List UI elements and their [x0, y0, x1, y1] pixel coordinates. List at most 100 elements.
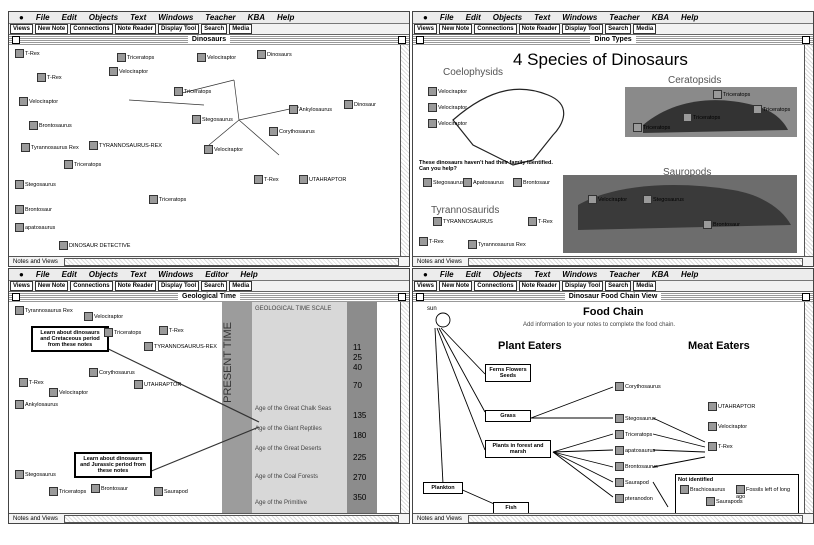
connections-button[interactable]: Connections	[474, 281, 517, 291]
note-item[interactable]: Stegosaurus	[15, 180, 56, 189]
note-item[interactable]: Triceratops	[174, 87, 211, 96]
note-item[interactable]: Velociraptor	[428, 119, 467, 128]
food-box[interactable]: Fish	[493, 502, 529, 513]
menu-kba[interactable]: KBA	[651, 270, 670, 279]
media-button[interactable]: Media	[229, 24, 253, 34]
menu-windows[interactable]: Windows	[158, 270, 194, 279]
note-item[interactable]: pteranodon	[615, 494, 653, 503]
close-box-icon[interactable]	[416, 36, 424, 44]
note-item[interactable]: Triceratops	[753, 105, 790, 114]
note-item[interactable]: Saurapods	[706, 497, 743, 506]
menu-edit[interactable]: Edit	[61, 13, 77, 22]
menu-objects[interactable]: Objects	[88, 13, 119, 22]
note-item[interactable]: UTAHRAPTOR	[299, 175, 346, 184]
note-item[interactable]: UTAHRAPTOR	[134, 380, 181, 389]
menu-help[interactable]: Help	[681, 270, 699, 279]
horizontal-scrollbar[interactable]	[63, 514, 399, 523]
menu-file[interactable]: File	[439, 13, 454, 22]
horizontal-scrollbar[interactable]	[467, 514, 803, 523]
menu-kba[interactable]: KBA	[651, 13, 670, 22]
note-item[interactable]: Dinosaurs	[257, 50, 292, 59]
note-item[interactable]: Velociraptor	[197, 53, 236, 62]
window-geological-time[interactable]: ● File Edit Objects Text Windows Editor …	[8, 268, 410, 524]
note-item[interactable]: TYRANNOSAURUS-REX	[144, 342, 217, 351]
views-button[interactable]: Views	[10, 24, 33, 34]
display-tool-button[interactable]: Display Tool	[561, 281, 604, 291]
search-button[interactable]: Search	[201, 24, 228, 34]
apple-icon[interactable]: ●	[19, 270, 24, 279]
note-item[interactable]: T-Rex	[254, 175, 279, 184]
window-dinosaurs[interactable]: ● File Edit Objects Text Windows Teacher…	[8, 11, 410, 267]
note-item[interactable]: Velociraptor	[708, 422, 747, 431]
note-item[interactable]: Brontosaur	[703, 220, 740, 229]
callout-cretaceous[interactable]: Learn about dinosaurs and Cretaceous per…	[31, 326, 109, 352]
menu-help[interactable]: Help	[681, 13, 699, 22]
vertical-scrollbar[interactable]	[804, 45, 813, 256]
display-tool-button[interactable]: Display Tool	[157, 281, 200, 291]
vertical-scrollbar[interactable]	[804, 302, 813, 513]
food-box[interactable]: Ferns Flowers Seeds	[485, 364, 531, 382]
callout-jurassic[interactable]: Learn about dinosaurs and Jurassic perio…	[74, 452, 152, 478]
connections-button[interactable]: Connections	[70, 281, 113, 291]
menu-text[interactable]: Text	[534, 13, 551, 22]
zoom-box-icon[interactable]	[802, 36, 810, 44]
note-item[interactable]: UTAHRAPTOR	[708, 402, 755, 411]
note-item[interactable]: Triceratops	[49, 487, 86, 496]
close-box-icon[interactable]	[12, 36, 20, 44]
note-item[interactable]: Brontosaurus	[615, 462, 658, 471]
note-item[interactable]: Triceratops	[64, 160, 101, 169]
new-note-button[interactable]: New Note	[438, 24, 473, 34]
note-item[interactable]: Tyrannosaurus Rex	[21, 143, 79, 152]
note-item[interactable]: Velociraptor	[49, 388, 88, 397]
note-item[interactable]: TYRANNOSAURUS	[433, 217, 493, 226]
menu-file[interactable]: File	[439, 270, 454, 279]
search-button[interactable]: Search	[201, 281, 228, 291]
food-box[interactable]: Grass	[485, 410, 531, 422]
new-note-button[interactable]: New Note	[438, 281, 473, 291]
notes-canvas[interactable]: T-Rex Triceratops Velociraptor Dinosaurs…	[9, 45, 400, 256]
menu-teacher[interactable]: Teacher	[609, 13, 640, 22]
food-box[interactable]: Plankton	[423, 482, 463, 494]
display-tool-button[interactable]: Display Tool	[157, 24, 200, 34]
note-item[interactable]: Apatosaurus	[463, 178, 504, 187]
note-item[interactable]: Triceratops	[713, 90, 750, 99]
note-item[interactable]: T-Rex	[419, 237, 444, 246]
note-item[interactable]: Tyrannosaurus Rex	[15, 306, 73, 315]
menu-text[interactable]: Text	[130, 270, 147, 279]
menu-help[interactable]: Help	[240, 270, 258, 279]
menu-edit[interactable]: Edit	[61, 270, 77, 279]
new-note-button[interactable]: New Note	[34, 24, 69, 34]
note-item[interactable]: Ankylosaurus	[289, 105, 332, 114]
search-button[interactable]: Search	[605, 281, 632, 291]
note-item[interactable]: Saurapod	[154, 487, 188, 496]
menu-text[interactable]: Text	[130, 13, 147, 22]
menu-windows[interactable]: Windows	[562, 270, 598, 279]
connections-button[interactable]: Connections	[70, 24, 113, 34]
menu-kba[interactable]: KBA	[247, 13, 266, 22]
connections-button[interactable]: Connections	[474, 24, 517, 34]
menu-help[interactable]: Help	[277, 13, 295, 22]
note-item[interactable]: Velociraptor	[428, 87, 467, 96]
apple-icon[interactable]: ●	[423, 13, 428, 22]
note-item[interactable]: Stegosaurus	[192, 115, 233, 124]
menu-editor[interactable]: Editor	[205, 270, 229, 279]
apple-icon[interactable]: ●	[423, 270, 428, 279]
note-item[interactable]: T-Rex	[708, 442, 733, 451]
note-item[interactable]: Corythosaurus	[269, 127, 315, 136]
menu-windows[interactable]: Windows	[562, 13, 598, 22]
vertical-scrollbar[interactable]	[400, 45, 409, 256]
views-button[interactable]: Views	[414, 281, 437, 291]
zoom-box-icon[interactable]	[398, 293, 406, 301]
note-item[interactable]: T-Rex	[159, 326, 184, 335]
media-button[interactable]: Media	[229, 281, 253, 291]
note-item[interactable]: Velociraptor	[109, 67, 148, 76]
note-item[interactable]: Tyrannosaurus Rex	[468, 240, 526, 249]
search-button[interactable]: Search	[605, 24, 632, 34]
menu-text[interactable]: Text	[534, 270, 551, 279]
note-reader-button[interactable]: Note Reader	[518, 281, 560, 291]
menu-teacher[interactable]: Teacher	[205, 13, 236, 22]
window-dino-types[interactable]: ● File Edit Objects Text Windows Teacher…	[412, 11, 814, 267]
window-food-chain[interactable]: ● File Edit Objects Text Windows Teacher…	[412, 268, 814, 524]
note-item[interactable]: Stegosaurus	[615, 414, 656, 423]
not-identified-group[interactable]: Not identified Brachiosaurus Fossils lef…	[675, 474, 799, 513]
